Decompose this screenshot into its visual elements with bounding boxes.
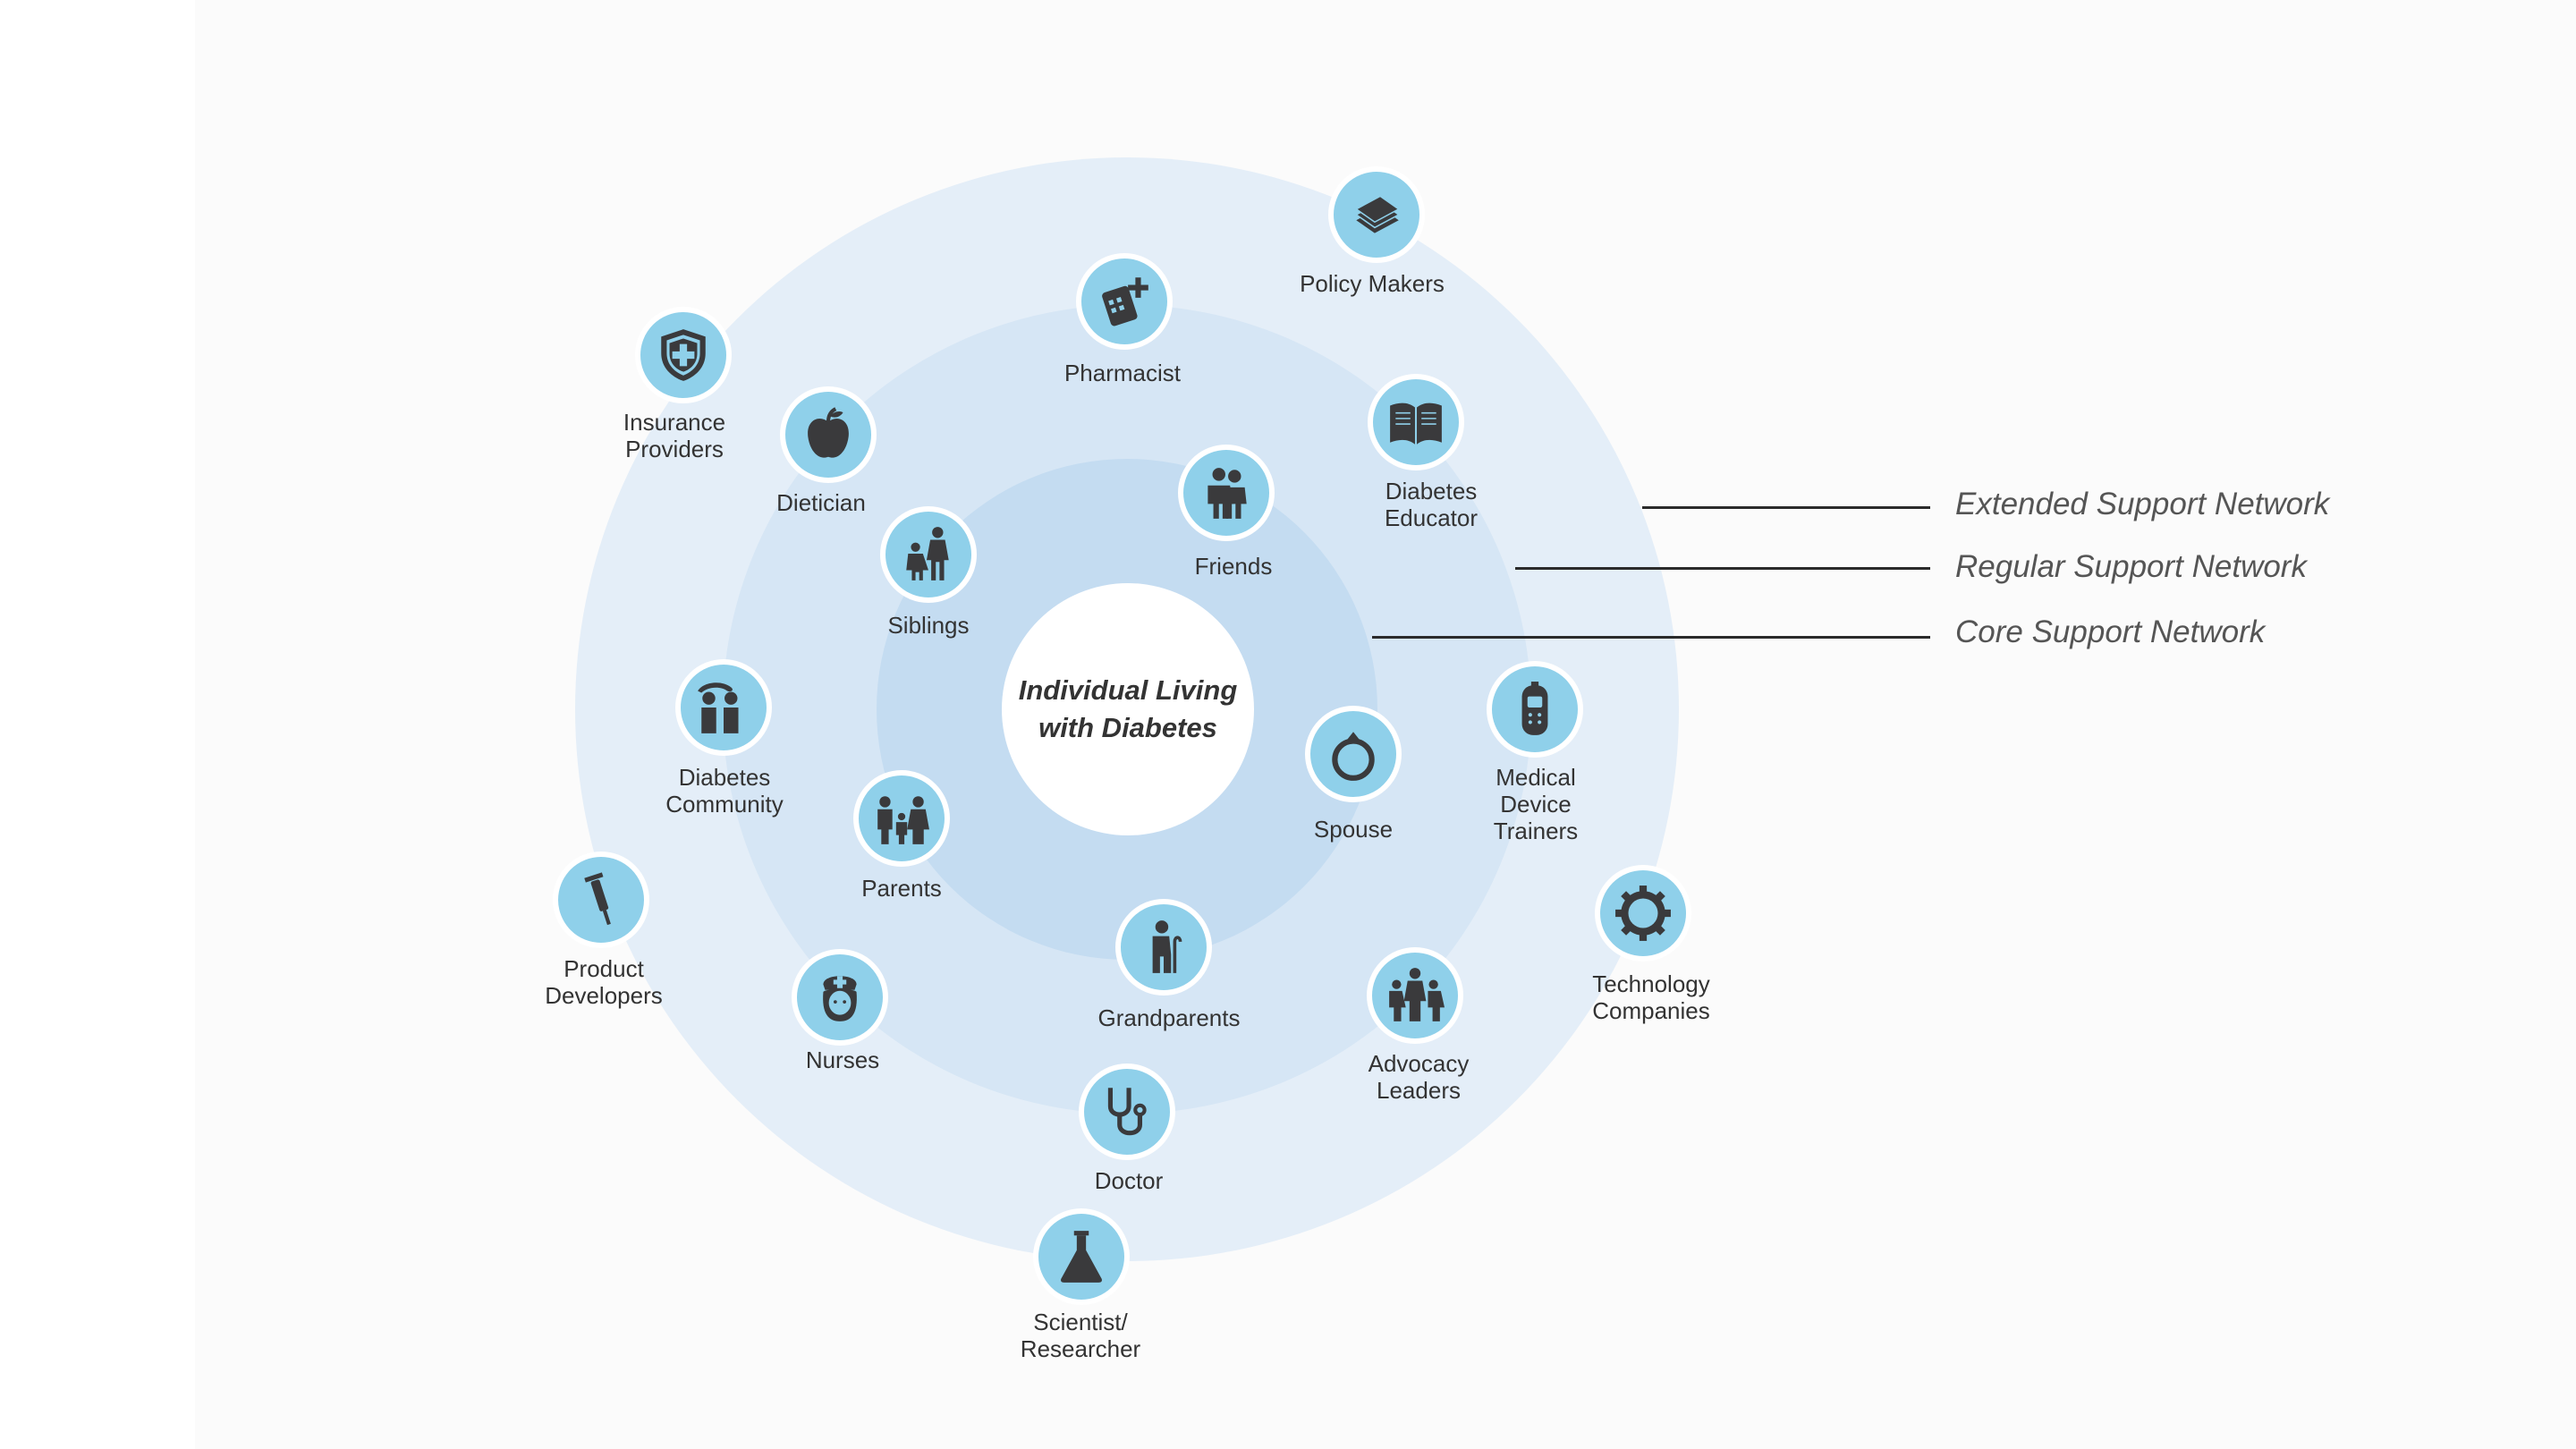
documents-icon <box>1347 185 1406 244</box>
label-diabetes-community: Diabetes Community <box>665 764 784 818</box>
node-scientist-researcher <box>1033 1208 1130 1305</box>
label-insurance-providers: Insurance Providers <box>623 409 726 462</box>
label-parents: Parents <box>861 875 942 902</box>
open-book-icon <box>1386 393 1445 452</box>
label-product-developers: Product Developers <box>545 955 663 1009</box>
label-diabetes-educator: Diabetes Educator <box>1384 478 1479 531</box>
legend-regular: Regular Support Network <box>1955 549 2307 584</box>
node-policy-makers <box>1328 166 1425 263</box>
legend-core: Core Support Network <box>1955 614 2266 649</box>
nurse-icon <box>810 968 869 1027</box>
regular-leader-line <box>1515 567 1930 570</box>
medicine-bottle-icon <box>1095 272 1154 331</box>
shield-cross-icon <box>654 326 713 385</box>
label-nurses: Nurses <box>805 1046 880 1073</box>
ring-icon <box>1324 724 1383 784</box>
label-advocacy-leaders: Advocacy Leaders <box>1368 1050 1470 1104</box>
node-product-developers <box>553 852 649 948</box>
syringe-icon <box>572 870 631 929</box>
community-icon <box>694 678 753 737</box>
node-medical-device-trainers <box>1487 661 1583 758</box>
label-siblings: Siblings <box>887 612 970 639</box>
node-spouse <box>1305 706 1402 802</box>
hugging-people-icon <box>1197 463 1256 522</box>
node-diabetes-community <box>675 659 772 756</box>
extended-leader-line <box>1642 506 1930 509</box>
label-spouse: Spouse <box>1313 816 1394 843</box>
apple-icon <box>799 405 858 464</box>
elder-with-cane-icon <box>1134 918 1193 977</box>
family-icon <box>872 789 931 848</box>
label-medical-device-trainers: Medical Device Trainers <box>1493 764 1579 844</box>
center-label: Individual Living with Diabetes <box>1018 674 1238 743</box>
node-friends <box>1178 445 1275 541</box>
node-parents <box>853 770 950 867</box>
stethoscope-icon <box>1097 1082 1157 1141</box>
label-doctor: Doctor <box>1094 1167 1164 1194</box>
label-technology-companies: Technology Companies <box>1592 970 1710 1024</box>
group-icon <box>1385 966 1445 1025</box>
node-doctor <box>1079 1063 1175 1160</box>
center-circle: Individual Living with Diabetes <box>1002 583 1254 835</box>
label-friends: Friends <box>1194 553 1273 580</box>
glucose-meter-icon <box>1505 680 1564 739</box>
node-advocacy-leaders <box>1367 947 1463 1044</box>
node-grandparents <box>1115 899 1212 996</box>
core-leader-line <box>1372 636 1930 639</box>
node-diabetes-educator <box>1368 374 1464 470</box>
node-pharmacist <box>1076 253 1173 350</box>
label-policy-makers: Policy Makers <box>1300 270 1445 297</box>
node-nurses <box>792 949 888 1046</box>
node-technology-companies <box>1595 865 1691 962</box>
legend-extended: Extended Support Network <box>1955 487 2330 521</box>
flask-icon <box>1052 1227 1111 1286</box>
label-scientist-researcher: Scientist/ Researcher <box>1020 1309 1141 1362</box>
node-dietician <box>780 386 877 483</box>
siblings-icon <box>899 525 958 584</box>
label-dietician: Dietician <box>776 489 866 516</box>
node-siblings <box>880 506 977 603</box>
label-grandparents: Grandparents <box>1097 1004 1241 1031</box>
node-insurance-providers <box>635 307 732 403</box>
gear-icon <box>1614 884 1673 943</box>
label-pharmacist: Pharmacist <box>1063 360 1182 386</box>
